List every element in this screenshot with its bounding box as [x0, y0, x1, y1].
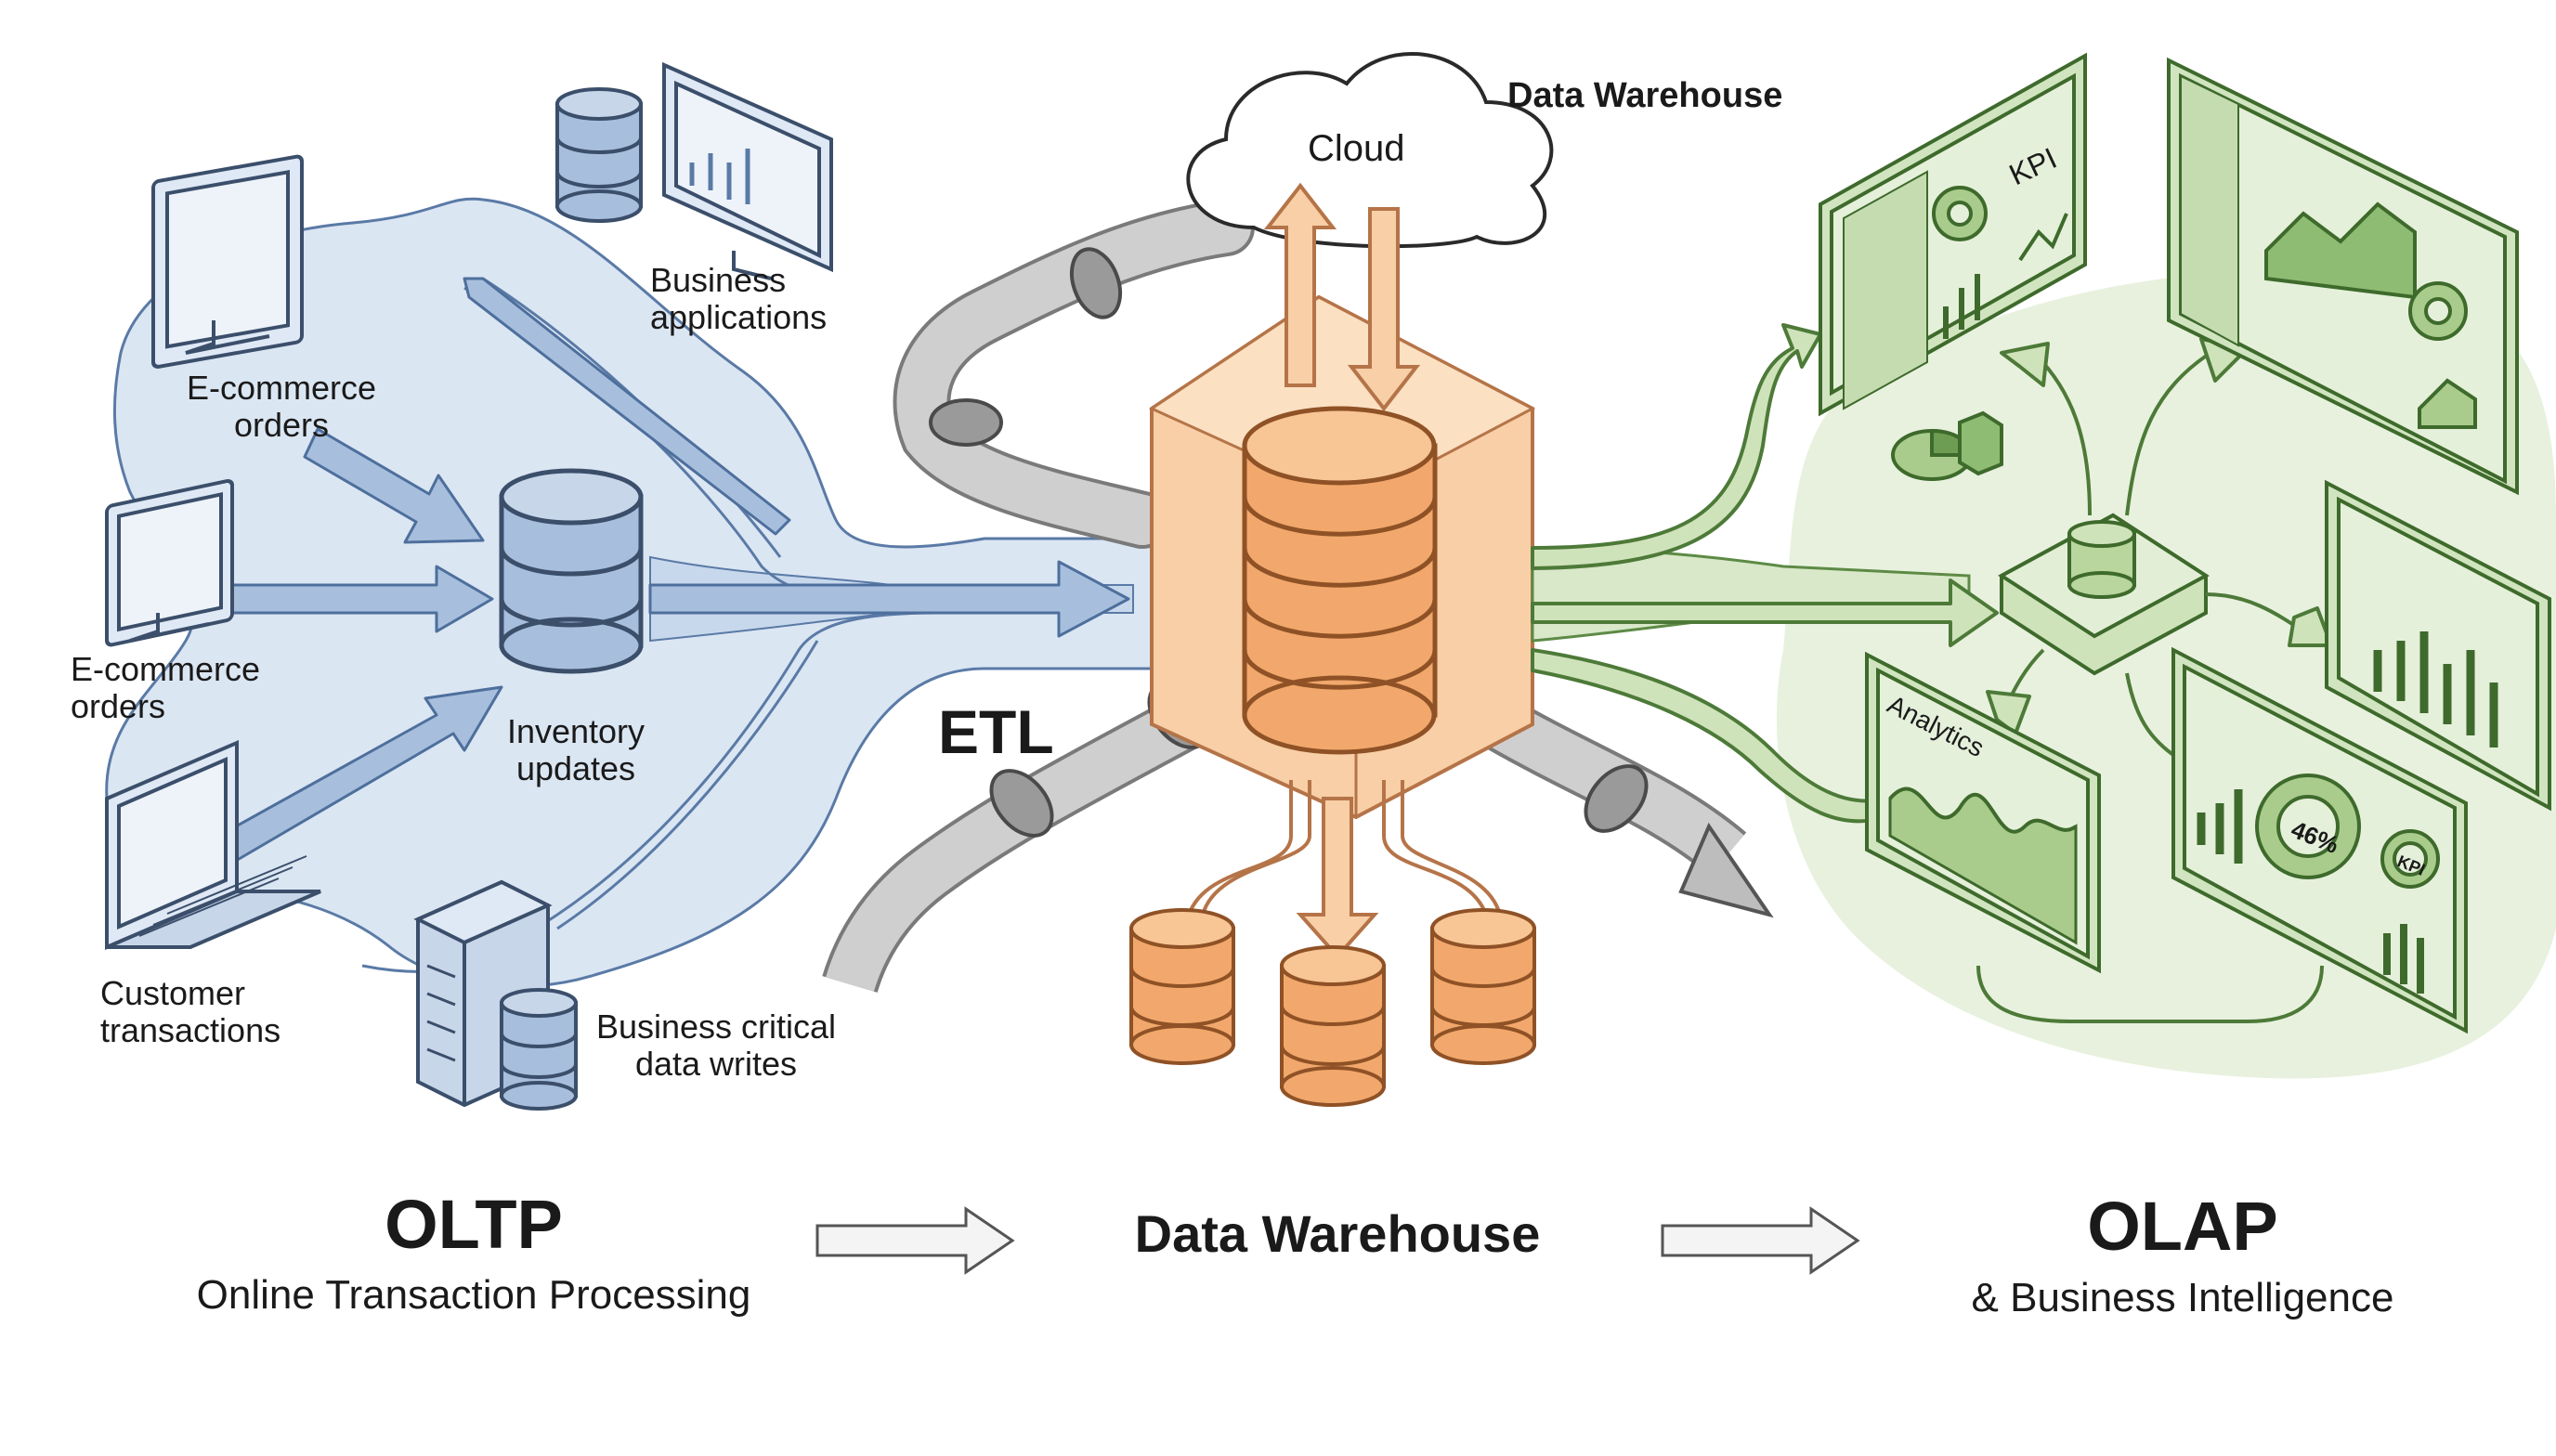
oltp-arrows: [184, 277, 1130, 882]
oltp-region: [105, 61, 1154, 1111]
monitor-icon: [105, 478, 234, 647]
inventory-updates-label: Inventory updates: [506, 712, 646, 788]
database-icon: [1280, 945, 1386, 1107]
data-warehouse-region: [1129, 52, 1554, 1107]
arrow-ecommerce2-to-inventory: [221, 565, 494, 633]
olap-subtitle: & Business Intelligence: [1971, 1275, 2394, 1320]
oltp-subtitle: Online Transaction Processing: [196, 1272, 751, 1318]
business-applications-label: Business applications: [650, 261, 828, 337]
ecommerce-orders-label-2: E-commerce orders: [71, 650, 261, 726]
database-icon: [1430, 908, 1536, 1065]
cloud-label: Cloud: [1308, 128, 1405, 169]
etl-label: ETL: [938, 697, 1054, 766]
arrow-down-from-cloud: [1347, 207, 1421, 412]
bar-chart-panel: [2325, 479, 2551, 812]
ecommerce-orders-label-1: E-commerce orders: [186, 369, 377, 445]
oltp-title: OLTP: [385, 1186, 563, 1263]
oltp-database-icon: [499, 468, 644, 674]
arrow-to-hub: [1531, 578, 1999, 647]
olap-return-line: [1976, 965, 2324, 1023]
arrow-db-to-etl: [648, 560, 1130, 638]
dashboard-panel: [2167, 57, 2519, 496]
database-icon: [555, 87, 643, 223]
monitor-icon: [662, 61, 833, 280]
business-critical-label: Business critical data writes: [595, 1008, 837, 1084]
customer-transactions-label: Customer transactions: [100, 974, 281, 1050]
database-icon: [1129, 908, 1235, 1065]
footer-arrow-2: [1661, 1206, 1860, 1275]
olap-hub-icon: [1998, 513, 2210, 676]
database-icon: [500, 988, 578, 1111]
arrow-customer-to-inventory: [184, 685, 503, 882]
data-warehouse-top-label: Data Warehouse: [1507, 76, 1783, 115]
laptop-icon: [105, 739, 321, 951]
footer-arrow-1: [815, 1206, 1015, 1275]
cloud-icon: [1186, 52, 1554, 249]
arrow-up-to-cloud: [1263, 182, 1337, 387]
percent-kpi-panel: 46% KPI: [2171, 646, 2468, 1034]
pie-chart-icon: [1891, 410, 2003, 481]
arrow-business-apps-flow: [463, 277, 791, 536]
arrow-down-to-dbs: [1296, 797, 1379, 960]
monitor-icon: [151, 154, 304, 369]
olap-arrows: [1531, 323, 1999, 824]
olap-region: Analytics 46% KPI KPI: [1531, 52, 2556, 1079]
olap-title: OLAP: [2087, 1188, 2278, 1265]
pipe-output-arrow: [1678, 822, 1774, 918]
dw-database-icon: [1242, 406, 1438, 755]
arrow-ecommerce-to-inventory: [303, 427, 485, 544]
dw-title: Data Warehouse: [1134, 1204, 1541, 1263]
kpi-dashboard: [1819, 52, 2087, 417]
